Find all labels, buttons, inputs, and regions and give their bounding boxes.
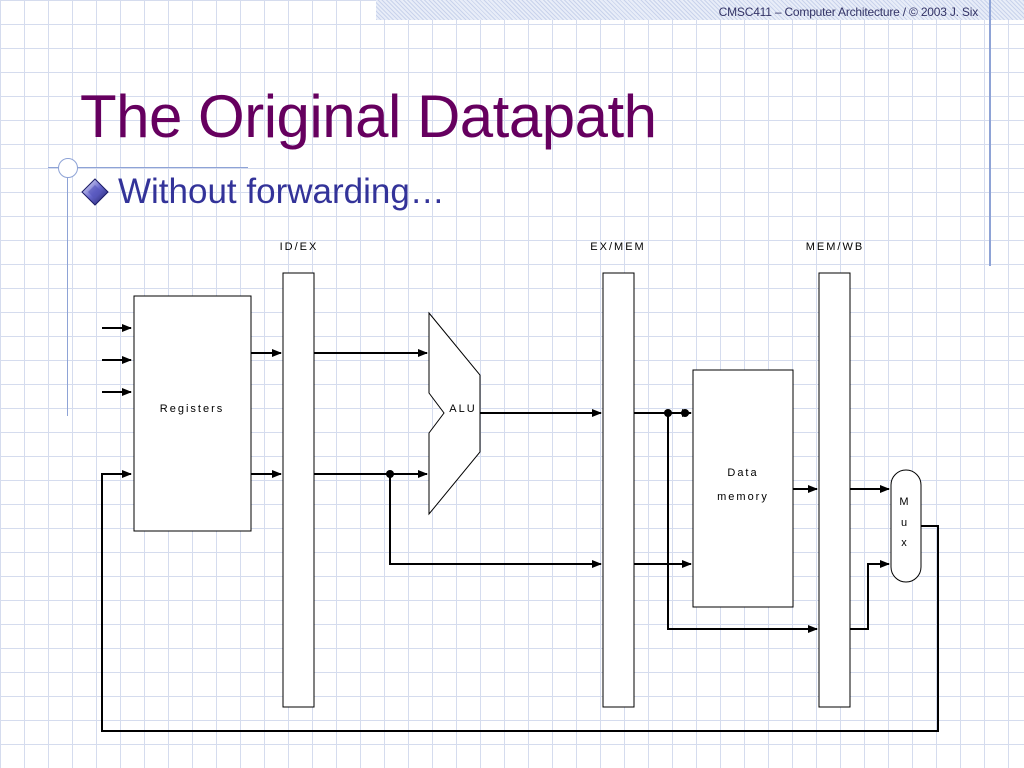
decor-line-left — [67, 160, 68, 416]
junction-dot — [664, 409, 672, 417]
pipeline-register-id-ex — [282, 272, 315, 708]
alu-label: ALU — [449, 403, 476, 415]
data-memory-label-2: memory — [717, 491, 769, 503]
decor-line-right — [989, 0, 991, 266]
junction-dot — [386, 470, 394, 478]
data-memory-label-1: Data — [727, 467, 758, 479]
header-band — [376, 0, 1024, 20]
pipeline-label-id-ex: ID/EX — [280, 241, 319, 253]
slide-title: The Original Datapath — [80, 83, 657, 150]
registers-label: Registers — [160, 403, 224, 415]
pipeline-register-ex-mem — [602, 272, 635, 708]
pipeline-label-ex-mem: EX/MEM — [590, 241, 645, 253]
mux-label-u: u — [901, 517, 909, 529]
circle-decoration-icon — [58, 158, 78, 178]
pipeline-register-mem-wb — [818, 272, 851, 708]
pipeline-label-mem-wb: MEM/WB — [806, 241, 864, 253]
data-memory-block — [692, 369, 794, 608]
alu-shape — [428, 311, 481, 516]
datapath-wires — [101, 324, 939, 732]
mux-label-x: x — [901, 537, 909, 549]
bullet-item: Without forwarding… — [80, 172, 445, 212]
decor-line-horizontal — [48, 167, 248, 168]
footer-text: CMSC411 – Computer Architecture / © 2003… — [718, 5, 979, 19]
junction-dot — [681, 409, 689, 417]
bullet-text: Without forwarding… — [118, 172, 445, 211]
mux-label-m: M — [899, 496, 910, 508]
diamond-bullet-icon — [81, 178, 109, 206]
registers-block — [133, 295, 252, 532]
